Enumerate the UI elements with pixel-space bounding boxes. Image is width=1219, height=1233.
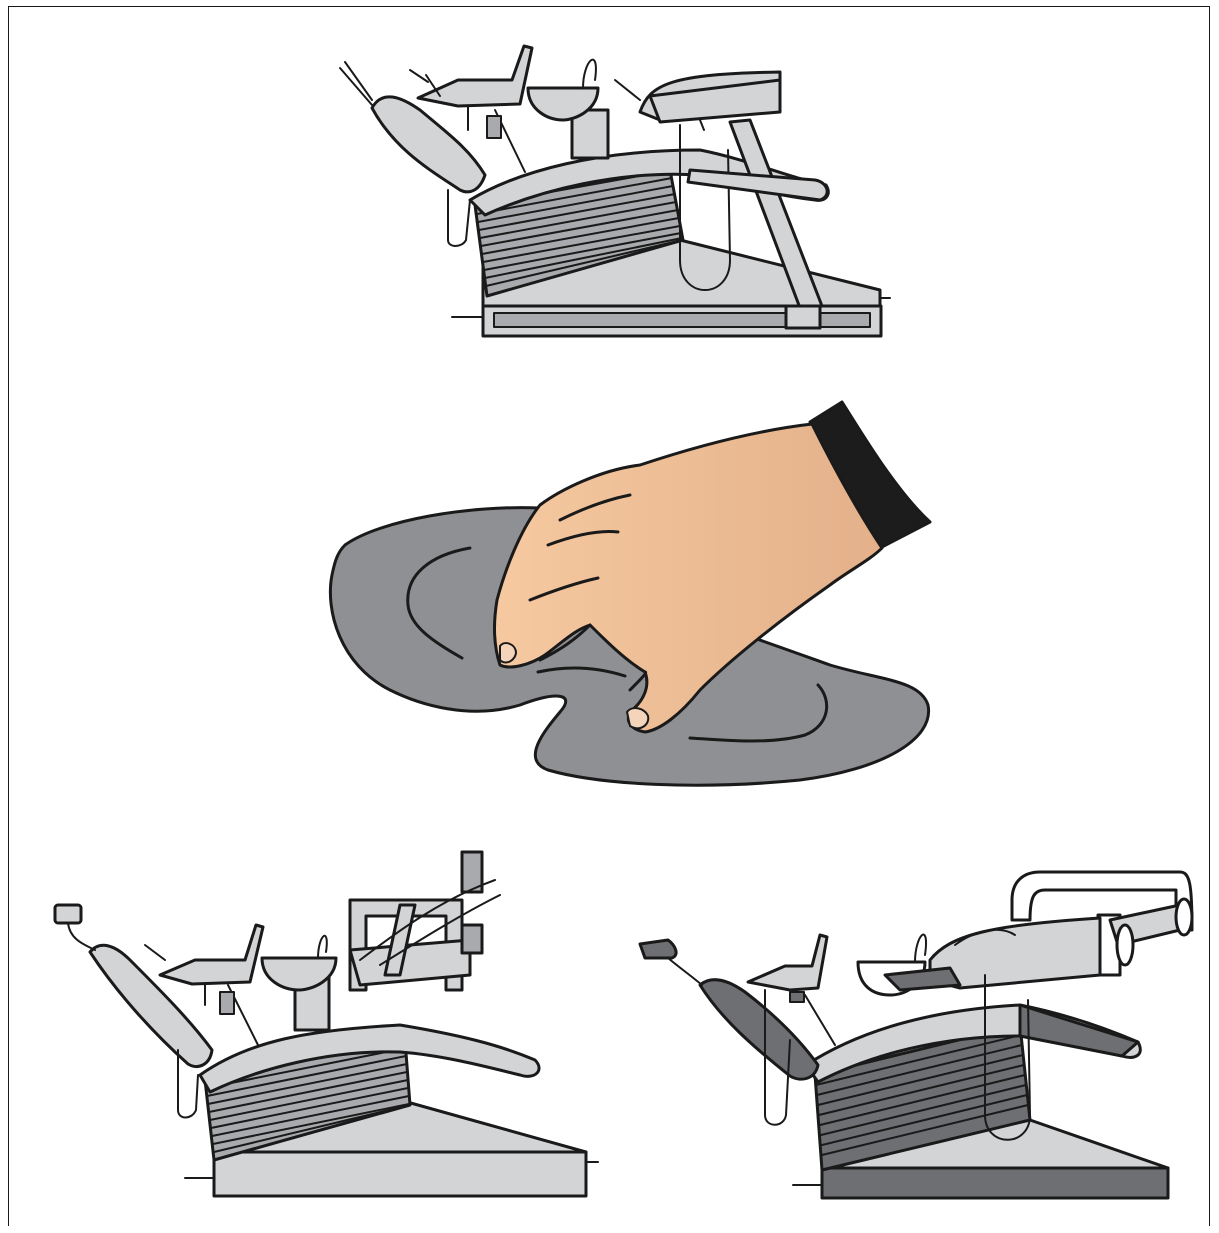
dental-unit-top bbox=[340, 46, 890, 336]
dental-unit-bottom-left bbox=[55, 852, 598, 1196]
cleaning-illustration bbox=[330, 402, 930, 785]
headrest-pad bbox=[55, 905, 81, 923]
instrument-tray bbox=[160, 925, 263, 984]
dental-unit-bottom-right bbox=[640, 872, 1192, 1198]
base-plinth bbox=[822, 1168, 1168, 1198]
instrument-tray bbox=[748, 935, 827, 990]
instrument-tray bbox=[418, 46, 532, 106]
headrest-pad bbox=[640, 940, 676, 958]
base-plinth bbox=[214, 1152, 586, 1196]
